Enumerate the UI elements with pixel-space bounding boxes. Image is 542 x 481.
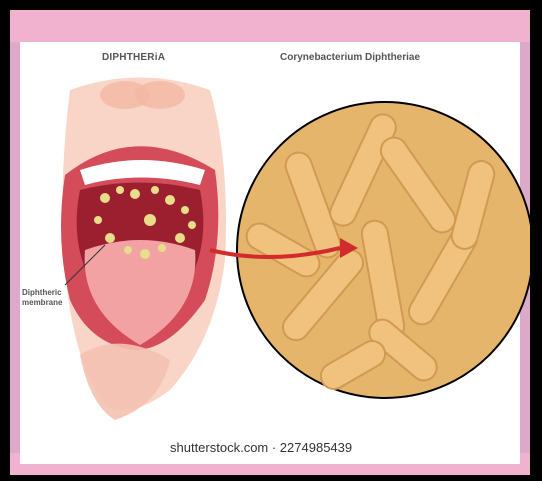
callout-membrane: membrane <box>22 298 62 307</box>
watermark-text: shutterstock.com · 2274985439 <box>170 440 352 455</box>
title-diphtheria: DIPHTHERiA <box>102 52 165 63</box>
face-illustration <box>61 78 226 421</box>
diphtheria-illustration <box>10 10 530 475</box>
title-bacterium: Corynebacterium Diphtheriae <box>280 52 420 63</box>
bacteria-magnification <box>237 102 530 398</box>
callout-diphtheric: Diphtheric <box>22 288 62 297</box>
image-frame: DIPHTHERiA Corynebacterium Diphtheriae D… <box>10 10 530 475</box>
